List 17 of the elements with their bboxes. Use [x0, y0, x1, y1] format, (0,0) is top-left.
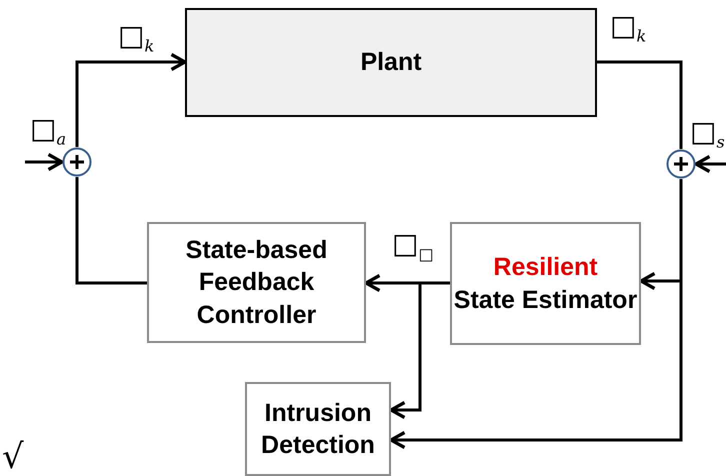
arrow: [76, 52, 187, 147]
controller-box: [147, 222, 366, 343]
input-arrow: [694, 154, 726, 174]
detection-box: [245, 382, 391, 476]
node-label: Plant: [360, 47, 422, 78]
note-label: √: [2, 440, 24, 474]
signal-line: [597, 60, 682, 149]
plant-box: [185, 8, 597, 117]
arrow: [389, 179, 682, 450]
arrow: [389, 282, 450, 420]
node-label: State Estimator: [454, 284, 638, 316]
input-arrow: [25, 152, 64, 172]
estimator-box: [450, 222, 641, 345]
node-label: Resilient: [493, 252, 598, 283]
node-label: Intrusion Detection: [260, 398, 376, 461]
signal-line: [76, 177, 147, 284]
node-label: State-based Feedback Controller: [184, 234, 328, 331]
